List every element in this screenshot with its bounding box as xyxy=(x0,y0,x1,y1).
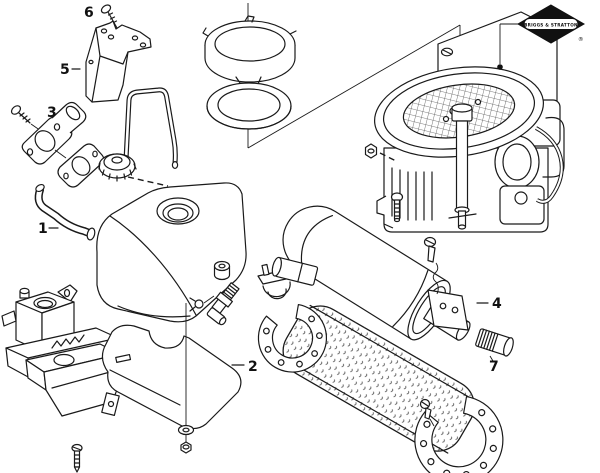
logo-registered-mark: ® xyxy=(578,36,584,43)
heat-shield xyxy=(101,324,242,430)
guard-right-flange xyxy=(414,395,504,473)
muffler-mount-flange xyxy=(427,289,469,331)
muffler xyxy=(271,205,471,341)
muffler-inlet-pipe xyxy=(271,256,319,286)
intake-fitting xyxy=(10,101,105,188)
guard-screw xyxy=(419,398,435,427)
engine-handle-bracket xyxy=(542,116,565,178)
bracket-screw xyxy=(100,4,118,29)
callout-6: 6 xyxy=(84,5,94,21)
exhaust-deflector xyxy=(475,328,514,362)
muffler-screw xyxy=(423,236,439,295)
logo-leader-dot xyxy=(497,64,503,70)
callout-4: 4 xyxy=(492,296,502,312)
fuel-tank xyxy=(96,182,247,323)
callouts: 1 2 3 4 5 6 7 xyxy=(38,5,502,375)
grommet xyxy=(213,260,231,281)
callout-5: 5 xyxy=(60,62,70,78)
retainer-ring xyxy=(202,15,297,85)
carburetor xyxy=(499,185,545,225)
engine xyxy=(364,11,565,233)
seal-ring xyxy=(206,82,292,130)
frame-assembly xyxy=(1,284,127,473)
valve-clip xyxy=(189,295,215,312)
callout-1: 1 xyxy=(38,221,48,237)
callout-3: 3 xyxy=(47,105,57,121)
callout-2: 2 xyxy=(248,359,258,375)
logo-brand-text: BRIGGS & STRATTON xyxy=(524,23,578,28)
briggs-stratton-logo: BRIGGS & STRATTON ® xyxy=(497,4,586,70)
engine-foot xyxy=(376,195,394,229)
muffler-guard xyxy=(257,303,504,473)
fill-tube xyxy=(34,183,96,241)
frame-screw xyxy=(71,443,83,473)
engine-through-bolt xyxy=(448,103,477,230)
callout-7: 7 xyxy=(489,359,499,375)
fuel-line xyxy=(120,87,179,170)
tank-fasteners xyxy=(177,303,195,454)
fuel-valve xyxy=(206,282,240,326)
muffler-bracket xyxy=(85,20,152,103)
engine-mount-nut xyxy=(364,143,397,162)
engine-mount-bolt xyxy=(390,192,404,223)
